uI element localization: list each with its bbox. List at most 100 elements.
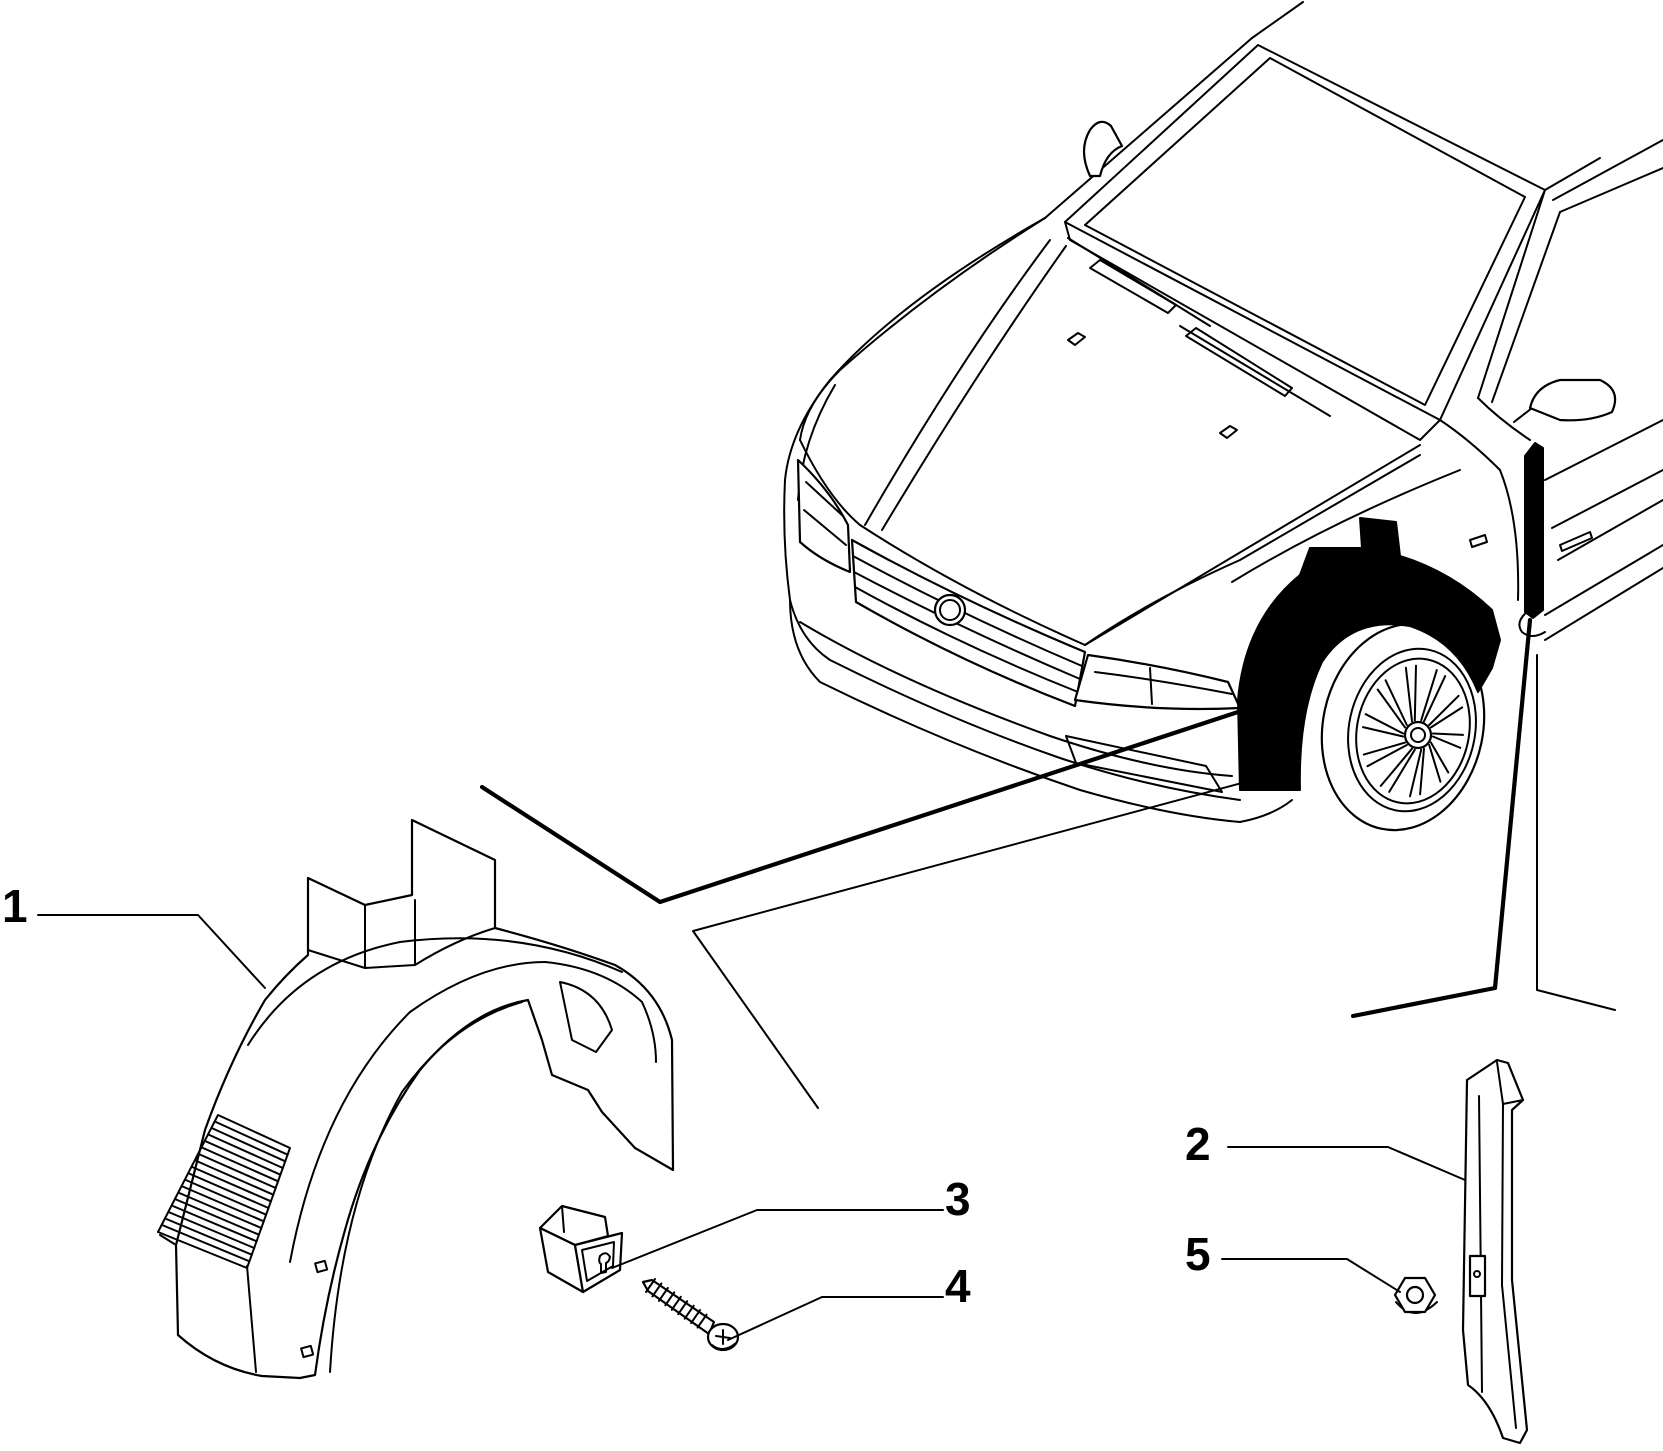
brand-emblem-inner — [939, 599, 961, 621]
liner-flange-cutout — [559, 981, 613, 1053]
windshield-frame — [1064, 44, 1546, 421]
body-side-line — [1544, 419, 1663, 481]
rim-spoke-line — [1430, 741, 1450, 774]
rim-spoke-line — [1419, 747, 1425, 796]
leader-line — [727, 1296, 944, 1341]
roof-right-line — [1552, 139, 1663, 201]
part-screw — [641, 1278, 740, 1352]
side-mirror-left — [1082, 120, 1124, 178]
rim-spoke-line — [1364, 713, 1405, 735]
wiper-blade-left — [1089, 259, 1177, 314]
screw-threads — [645, 1278, 708, 1329]
vehicle-front-view — [783, 1, 1663, 832]
vent-rib-line — [210, 1127, 287, 1163]
screw-head-rim — [711, 1342, 737, 1350]
side-mirror-right — [1528, 378, 1617, 422]
liner-front-face-edge — [246, 1265, 257, 1373]
fender-right-front — [1084, 454, 1421, 646]
body-side-line — [1557, 499, 1663, 561]
callout-part-3: 3 — [611, 1173, 971, 1269]
headlight-right-detail — [1149, 667, 1153, 705]
fender-right-crease — [1231, 469, 1461, 583]
a-pillar-right — [1477, 189, 1546, 399]
bumper-lower-intake — [1065, 735, 1223, 793]
callout-part-4: 4 — [727, 1260, 971, 1341]
vent-rib-line — [181, 1185, 265, 1223]
screw-cross-slot — [715, 1329, 731, 1345]
reference-line-part2-thin — [1536, 654, 1616, 1011]
screw-thread-line — [657, 1286, 669, 1302]
side-marker-lamp — [1469, 534, 1488, 548]
bumper-middle-line — [799, 621, 1233, 777]
rim-spoke-line — [1428, 744, 1442, 783]
door-frame-line — [1477, 397, 1531, 441]
part-wheel-arch-liner — [157, 818, 675, 1380]
liner-tab-edge — [414, 927, 496, 966]
bumper-upper-line — [789, 599, 1241, 801]
headlight-left — [796, 458, 852, 574]
headlight-left-detail — [805, 481, 844, 517]
rim-spoke-line — [1428, 694, 1460, 726]
callout-part-5: 5 — [1185, 1228, 1401, 1293]
bumper-lower-outline — [789, 599, 1293, 823]
callout-number: 1 — [2, 880, 28, 932]
washer-jet-left — [1067, 332, 1086, 346]
washer-jet-right — [1219, 425, 1238, 439]
vent-rib-line — [188, 1172, 270, 1209]
wheel-arch-liner-highlight — [1237, 517, 1501, 791]
wheel-hub — [1403, 720, 1433, 750]
rim-spoke-line — [1409, 748, 1423, 798]
trim-strip-groove — [1501, 1103, 1517, 1429]
vent-rib-line — [162, 1224, 251, 1263]
rim-spoke-line — [1431, 732, 1464, 736]
body-side-line — [1551, 469, 1663, 529]
fender-right-rear — [1439, 419, 1520, 601]
liner-tab-window — [364, 899, 416, 969]
part-pillar-trim-strip — [1461, 1058, 1529, 1445]
rim-spoke-line — [1379, 747, 1413, 787]
vent-rib-line — [184, 1179, 268, 1216]
rim-spokes — [1362, 664, 1464, 798]
vent-rib-line — [204, 1140, 282, 1176]
liner-flange-inner — [544, 961, 657, 1063]
rim-inner — [1355, 657, 1471, 805]
callout-number: 5 — [1185, 1228, 1211, 1280]
rim-spoke-line — [1431, 735, 1462, 749]
callout-number: 4 — [945, 1260, 971, 1312]
vent-rib-line — [168, 1211, 256, 1249]
hood-right-edge — [1084, 444, 1421, 646]
roof-left-edge — [1044, 1, 1304, 219]
grille-slat — [853, 571, 1081, 680]
vent-rib-line — [213, 1120, 289, 1156]
a-pillar-right-inner — [1491, 211, 1561, 403]
rim-spoke-line — [1423, 675, 1447, 723]
wheel-hub-cap — [1410, 727, 1426, 743]
rim-spoke-line — [1384, 679, 1408, 726]
pillar-trim-highlight — [1524, 442, 1544, 619]
rim-spoke-line — [1366, 744, 1408, 768]
headlight-right-detail — [1094, 671, 1233, 695]
pillar-trim-hook — [1518, 611, 1546, 637]
leader-line — [1221, 1258, 1401, 1293]
vent-rib-line — [171, 1205, 258, 1243]
windshield-glass — [1084, 57, 1526, 406]
rim-spoke-line — [1430, 706, 1464, 729]
fender-left-outline — [783, 217, 1046, 601]
leader-line — [611, 1209, 944, 1269]
roof-right-line — [1544, 157, 1601, 191]
headlight-right — [1073, 653, 1242, 711]
screw-thread-line — [683, 1304, 695, 1320]
liner-inner-lip — [329, 1001, 523, 1373]
trim-strip-groove — [1478, 1095, 1483, 1393]
liner-contour — [247, 937, 623, 1046]
part-flange-nut — [1393, 1276, 1438, 1314]
rim-spoke-line — [1404, 666, 1413, 723]
callout-part-1: 1 — [2, 880, 266, 989]
reference-line-part1 — [479, 709, 1241, 905]
rim-outer — [1347, 647, 1477, 813]
screw-thread-line — [696, 1313, 708, 1329]
vent-ribs — [162, 1120, 289, 1263]
clip-keyhole — [598, 1252, 611, 1274]
liner-front-face — [159, 1234, 177, 1246]
